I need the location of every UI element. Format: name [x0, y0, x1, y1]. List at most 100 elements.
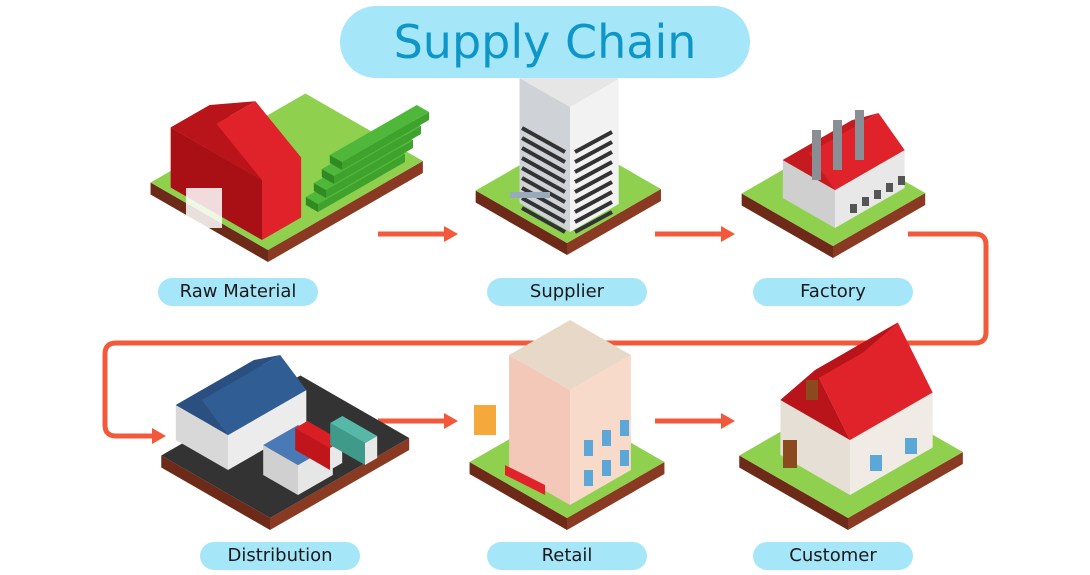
store-window — [584, 440, 593, 456]
crop-row-right — [318, 154, 405, 212]
platform-right — [567, 462, 665, 530]
platform-right — [848, 452, 963, 530]
stage-label-factory: Factory — [753, 278, 913, 306]
store — [509, 320, 631, 505]
warehouse-left — [175, 405, 228, 470]
tower-window-band — [574, 160, 613, 184]
platform-right — [567, 189, 661, 255]
store-sign — [474, 405, 496, 435]
house-window — [870, 455, 882, 471]
tower-window-band — [574, 130, 613, 154]
crop-row-right — [326, 140, 413, 198]
warehouse-roof-front — [201, 355, 307, 435]
truck-teal-right — [365, 436, 378, 465]
warehouse-right — [228, 390, 307, 470]
truck-teal-top — [330, 416, 378, 443]
store-window — [602, 430, 611, 446]
truck-teal — [330, 416, 378, 465]
crop-row-top — [329, 105, 429, 162]
tower-window-band — [521, 126, 566, 154]
house-icon — [739, 322, 963, 530]
retail-store-icon — [469, 320, 665, 530]
tower-window-band — [574, 140, 613, 164]
arrow-retail-to-customer-head — [721, 413, 735, 429]
warehouse-roof — [175, 355, 307, 435]
tower-window-band — [574, 190, 613, 214]
warehouse-trucks-icon — [161, 355, 410, 530]
factory-window — [874, 190, 881, 199]
tower-window-band — [521, 206, 566, 234]
stage-label-customer: Customer — [753, 542, 913, 570]
tower-window-band — [574, 180, 613, 204]
tower-window-band — [574, 200, 613, 224]
warehouse-roof-gable — [175, 400, 228, 435]
house-window — [905, 438, 917, 454]
tower-window-band — [574, 150, 613, 174]
tower-window-band — [521, 196, 566, 224]
factory-icon — [741, 110, 926, 258]
platform-right — [833, 193, 926, 258]
barn-body-right — [262, 157, 302, 240]
platform-left — [469, 462, 567, 530]
store-window — [620, 420, 629, 436]
platform-right — [270, 438, 410, 530]
crop-row-left — [313, 183, 326, 198]
platform-left — [475, 190, 567, 255]
arrow-supplier-to-factory-head — [721, 226, 735, 242]
barn-door — [186, 188, 222, 228]
chimney — [833, 120, 842, 170]
house-door — [783, 440, 797, 468]
tower-window-band — [521, 166, 566, 194]
factory-window — [862, 197, 869, 206]
factory-window — [850, 204, 857, 213]
barn-roof-front — [216, 101, 302, 180]
crop-row — [329, 105, 429, 170]
barn-roof-back — [170, 101, 256, 128]
stage-label-supplier: Supplier — [487, 278, 647, 306]
platform-left — [161, 455, 270, 530]
warehouse-annex-left — [263, 445, 298, 495]
stage-label-retail: Retail — [487, 542, 647, 570]
arrow-raw-to-supplier-head — [444, 226, 458, 242]
stage-label-raw-material: Raw Material — [158, 278, 318, 306]
stage-illustrations — [150, 50, 963, 530]
crop-row-left — [305, 197, 318, 212]
crop-row-right — [342, 112, 429, 170]
barn-body-left — [170, 127, 262, 240]
store-awning — [505, 465, 545, 495]
chimney — [812, 130, 821, 180]
diagram-title: Supply Chain — [340, 6, 750, 78]
store-top — [509, 320, 631, 390]
barn-farm-icon — [150, 93, 429, 262]
warehouse-roof-back — [175, 355, 281, 405]
barn-roof-gable — [170, 123, 262, 180]
factory-roof-back — [782, 113, 879, 160]
store-right — [570, 355, 631, 505]
factory-body-left — [782, 160, 835, 228]
tower-window-band — [521, 136, 566, 164]
truck-red-left — [295, 428, 330, 470]
crop-row-right — [334, 126, 421, 184]
chimney — [855, 110, 864, 160]
crop-row-left — [321, 169, 334, 184]
arrow-distribution-to-retail-head — [444, 413, 458, 429]
barn-roof — [170, 101, 302, 180]
store-window — [584, 470, 593, 486]
house-roof-front — [815, 322, 933, 440]
factory-window — [898, 176, 905, 185]
house-chimney — [806, 380, 818, 400]
entrance-canopy — [510, 192, 550, 198]
tower-window-band — [574, 170, 613, 194]
tower-window-band — [521, 146, 566, 174]
tower-window-band — [521, 156, 566, 184]
platform-right — [268, 161, 423, 262]
truck-teal-left — [330, 423, 365, 465]
office-tower-icon — [475, 50, 661, 255]
tower-window-band — [521, 176, 566, 204]
factory-roof-gable — [782, 153, 835, 190]
arrow-factory-to-distribution-head — [152, 428, 166, 444]
store-window — [602, 460, 611, 476]
stage-label-distribution: Distribution — [200, 542, 360, 570]
crop-row-left — [329, 155, 342, 170]
